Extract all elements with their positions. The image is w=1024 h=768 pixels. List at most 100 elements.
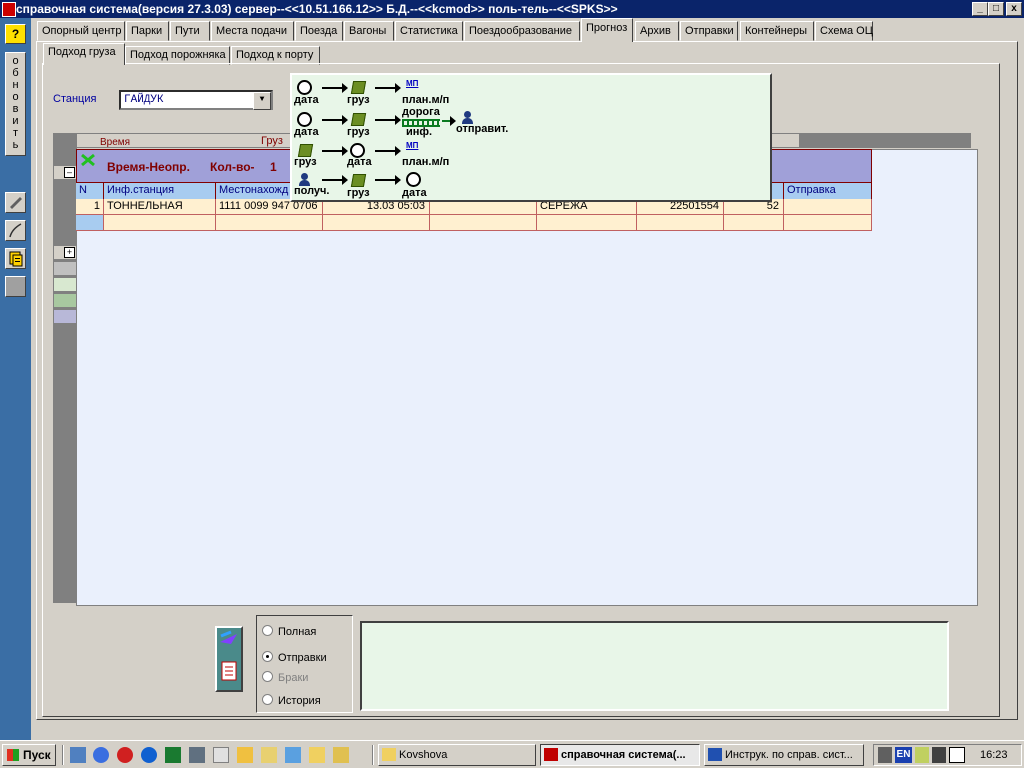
mode-radio-group <box>256 615 353 713</box>
start-button[interactable]: Пуск <box>2 744 56 766</box>
bg-expand-row[interactable]: + <box>53 245 77 260</box>
table-cell[interactable] <box>784 199 872 215</box>
tab-12[interactable]: Схема ОЦ <box>815 21 873 41</box>
calendar-icon[interactable] <box>949 747 965 763</box>
tab-7[interactable]: Поездообразование <box>464 21 580 41</box>
table-cell-empty[interactable] <box>724 215 784 231</box>
table-cell-empty[interactable] <box>637 215 724 231</box>
taskbar-label: Инструк. по справ. сист... <box>725 749 853 761</box>
tab-3[interactable]: Места подачи <box>211 21 294 41</box>
blank-tool-button[interactable] <box>5 276 26 297</box>
close-x-icon[interactable] <box>80 153 96 167</box>
bg-row <box>53 293 77 308</box>
calculator-icon[interactable] <box>189 747 205 763</box>
grid-col-header[interactable]: Отправка <box>784 183 872 199</box>
refresh-letter: и <box>12 115 19 127</box>
tab-8[interactable]: Прогноз <box>581 18 633 42</box>
folder-icon[interactable] <box>333 747 349 763</box>
subtab-1[interactable]: Подход порожняка <box>125 46 230 65</box>
tab-panel <box>36 41 1018 720</box>
edit-icon[interactable] <box>261 747 277 763</box>
msn-icon[interactable] <box>93 747 109 763</box>
table-cell[interactable]: 1111 0099 947 0706 <box>216 199 323 215</box>
folder-icon[interactable] <box>309 747 325 763</box>
legend-r4-b: груз <box>347 187 370 199</box>
copy-tool-button[interactable] <box>5 248 26 269</box>
taskbar-label: Kovshova <box>399 749 448 761</box>
person-icon <box>299 173 310 186</box>
minimize-button[interactable]: _ <box>972 2 988 16</box>
tab-2[interactable]: Пути <box>170 21 210 41</box>
tab-1[interactable]: Парки <box>126 21 169 41</box>
desktop-icon[interactable] <box>70 747 86 763</box>
table-cell[interactable]: 13.03 05:03 <box>323 199 430 215</box>
taskbar-button-word[interactable]: Инструк. по справ. сист... <box>704 744 864 766</box>
table-cell-empty[interactable] <box>430 215 537 231</box>
report-button[interactable] <box>215 626 243 692</box>
station-value: ГАЙДУК <box>124 94 164 106</box>
tab-4[interactable]: Поезда <box>295 21 343 41</box>
table-cell[interactable] <box>430 199 537 215</box>
tab-10[interactable]: Отправки <box>680 21 738 41</box>
pencil-icon[interactable] <box>237 747 253 763</box>
window-title: справочная система(версия 27.3.03) серве… <box>16 2 618 16</box>
ie-icon[interactable] <box>141 747 157 763</box>
refresh-letter: о <box>12 91 19 103</box>
tab-5[interactable]: Вагоны <box>344 21 394 41</box>
messenger-icon[interactable] <box>117 747 133 763</box>
taskbar-button-app[interactable]: справочная система(... <box>540 744 700 766</box>
table-cell-empty[interactable] <box>76 215 104 231</box>
expand-icon[interactable]: + <box>64 247 75 258</box>
arrow-right-icon <box>322 175 348 185</box>
subtab-2[interactable]: Подход к порту <box>231 46 320 65</box>
taskbar-button-folder[interactable]: Kovshova <box>378 744 536 766</box>
table-cell[interactable]: ТОННЕЛЬНАЯ <box>104 199 216 215</box>
tab-9[interactable]: Архив <box>635 21 679 41</box>
radio-dot-icon[interactable] <box>262 651 273 662</box>
table-cell[interactable]: 1 <box>76 199 104 215</box>
table-cell[interactable]: 22501554 <box>637 199 724 215</box>
person-icon <box>462 111 473 124</box>
radio-dot-icon[interactable] <box>262 625 273 636</box>
close-button[interactable]: x <box>1006 2 1022 16</box>
help-button[interactable]: ? <box>5 24 26 44</box>
grid-col-header[interactable]: N <box>76 183 104 199</box>
tab-0[interactable]: Опорный центр <box>37 21 125 41</box>
table-cell-empty[interactable] <box>323 215 430 231</box>
subtab-0[interactable]: Подход груза <box>43 43 125 65</box>
radio-dot-icon[interactable] <box>262 694 273 705</box>
bg-expand-row[interactable]: – <box>53 165 77 180</box>
maximize-button[interactable]: □ <box>988 2 1004 16</box>
network-icon[interactable] <box>285 747 301 763</box>
radio-option[interactable]: История <box>262 694 321 707</box>
grid-col-header[interactable] <box>724 183 784 199</box>
legend-r2-a: дата <box>294 126 319 138</box>
expand-icon[interactable]: – <box>64 167 75 178</box>
chevron-down-icon[interactable]: ▼ <box>253 92 271 110</box>
notepad-icon[interactable] <box>213 747 229 763</box>
pen-tool-button[interactable] <box>5 220 26 241</box>
table-cell-empty[interactable] <box>104 215 216 231</box>
printer-icon[interactable] <box>932 747 946 763</box>
language-indicator[interactable]: EN <box>895 747 912 763</box>
legend-r1-a: дата <box>294 94 319 106</box>
tray-icon[interactable] <box>915 747 929 763</box>
speaker-icon[interactable] <box>878 747 892 763</box>
grid-col-header[interactable]: Инф.станция <box>104 183 216 199</box>
table-cell-empty[interactable] <box>216 215 323 231</box>
table-cell[interactable]: 52 <box>724 199 784 215</box>
table-cell[interactable]: СЕРЁЖА <box>537 199 637 215</box>
table-cell-empty[interactable] <box>784 215 872 231</box>
eraser-tool-button[interactable] <box>5 192 26 213</box>
radio-option[interactable]: Отправки <box>262 651 327 664</box>
excel-icon[interactable] <box>165 747 181 763</box>
tab-6[interactable]: Статистика <box>395 21 463 41</box>
tab-11[interactable]: Контейнеры <box>740 21 814 41</box>
radio-option[interactable]: Полная <box>262 625 316 638</box>
info-text-area[interactable] <box>360 621 949 711</box>
table-cell-empty[interactable] <box>537 215 637 231</box>
clock-icon <box>350 143 365 158</box>
station-select[interactable]: ГАЙДУК ▼ <box>119 90 273 110</box>
app-icon <box>544 748 558 761</box>
